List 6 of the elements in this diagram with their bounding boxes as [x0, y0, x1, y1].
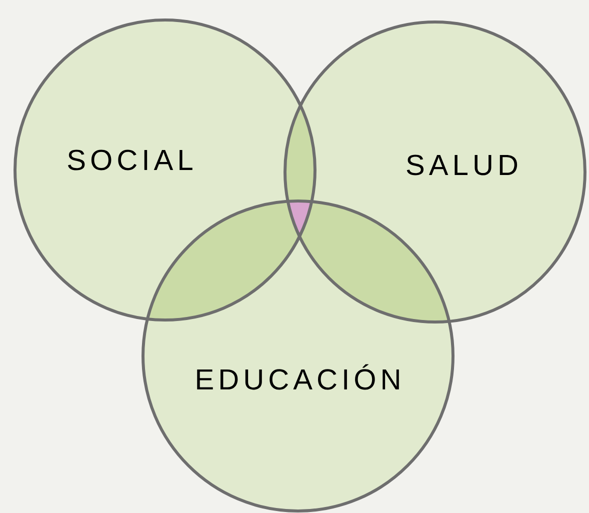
circle-label: EDUCACIÓN — [197, 364, 399, 390]
circle-label: SOCIAL — [68, 150, 192, 170]
venn-circle — [142, 200, 454, 512]
circle-label: SALUD — [406, 154, 518, 176]
venn-circle — [284, 20, 586, 324]
venn-circle — [14, 18, 316, 322]
